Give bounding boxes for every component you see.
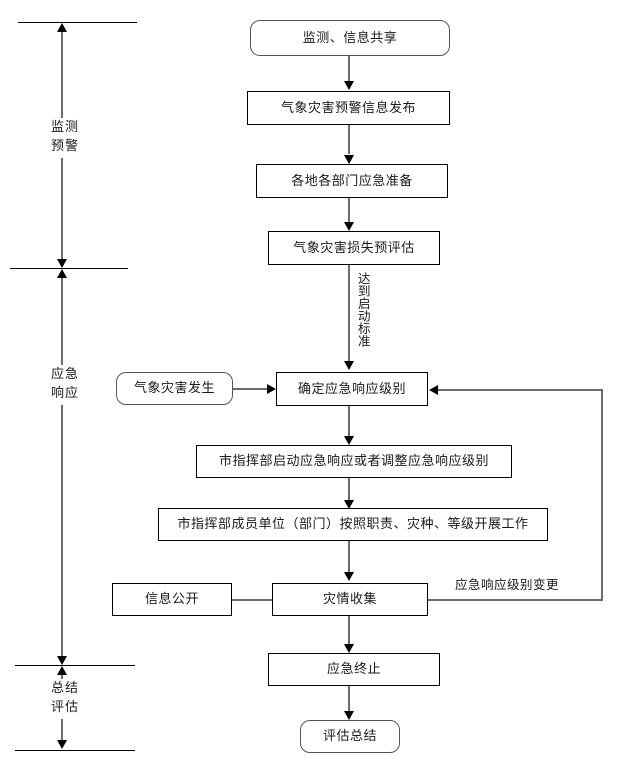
node-monitoring-sharing[interactable]: 监测、信息共享 [250, 20, 450, 56]
arrowhead-preparation-to-assessment [344, 222, 354, 231]
phase-arrow-down-monitoring [57, 259, 67, 268]
phase-label-summary: 总结 评估 [30, 679, 100, 719]
phase-arrow-down-response [57, 656, 67, 665]
phase-label-response-line1: 应急 响应 [50, 367, 79, 401]
feedback-segment-right [428, 599, 603, 601]
arrowhead-warning-to-preparation [344, 155, 354, 164]
connector-monitoring-to-warning [348, 55, 350, 83]
arrowhead-feedback-to-determine [429, 385, 438, 395]
feedback-segment-left [437, 389, 602, 391]
node-monitoring-sharing-label: 监测、信息共享 [302, 30, 398, 46]
node-disaster-occurs-label: 气象灾害发生 [133, 381, 215, 396]
phase-arrow-up-summary [57, 666, 67, 675]
node-disaster-collection-label: 灾情收集 [322, 592, 377, 607]
phase-line-monitoring-upper [61, 30, 63, 122]
node-member-units-work[interactable]: 市指挥部成员单位（部门）按照职责、灾种、等级开展工作 [158, 508, 548, 541]
arrowhead-termination-to-summary [344, 711, 354, 720]
phase-line-response-upper [61, 276, 63, 369]
connector-disclosure-to-collection [232, 599, 273, 601]
connector-occurs-to-determine [233, 388, 270, 390]
phase-arrow-up-response [57, 269, 67, 278]
node-dept-preparation[interactable]: 各地各部门应急准备 [256, 164, 448, 198]
connector-termination-to-summary [348, 686, 350, 713]
node-city-hq-activate[interactable]: 市指挥部启动应急响应或者调整应急响应级别 [196, 445, 512, 478]
phase-line-monitoring-lower [61, 158, 63, 261]
node-info-disclosure-label: 信息公开 [144, 592, 199, 607]
phase-tick-middle [10, 268, 128, 269]
node-member-units-work-label: 市指挥部成员单位（部门）按照职责、灾种、等级开展工作 [177, 517, 529, 532]
node-determine-level-label: 确定应急响应级别 [297, 381, 406, 397]
arrowhead-occurs-to-determine [267, 384, 276, 394]
phase-tick-top [18, 22, 137, 23]
feedback-segment-up [601, 389, 603, 600]
node-dept-preparation-label: 各地各部门应急准备 [291, 173, 413, 189]
arrowhead-members-to-collection [344, 572, 354, 581]
phase-label-response: 应急 响应 [30, 365, 100, 405]
phase-label-monitoring-line1: 监测 预警 [50, 120, 79, 154]
node-determine-level[interactable]: 确定应急响应级别 [276, 372, 428, 406]
phase-line-summary-lower [61, 719, 63, 742]
phase-label-monitoring: 监测 预警 [30, 118, 100, 158]
phase-tick-lower [15, 665, 135, 666]
node-assessment-summary[interactable]: 评估总结 [300, 720, 400, 753]
phase-arrow-down-summary [57, 740, 67, 749]
connector-assessment-to-determine [348, 265, 350, 363]
connector-warning-to-preparation [348, 124, 350, 154]
node-info-disclosure[interactable]: 信息公开 [112, 583, 232, 616]
phase-label-summary-line1: 总结 评估 [50, 681, 79, 715]
arrowhead-cityhq-to-members [344, 500, 354, 509]
node-disaster-occurs[interactable]: 气象灾害发生 [116, 372, 233, 405]
node-city-hq-activate-label: 市指挥部启动应急响应或者调整应急响应级别 [218, 454, 489, 469]
node-disaster-collection[interactable]: 灾情收集 [272, 583, 428, 616]
connector-determine-to-cityhq [348, 406, 350, 436]
node-loss-preassessment[interactable]: 气象灾害损失预评估 [268, 231, 440, 265]
node-emergency-termination[interactable]: 应急终止 [268, 653, 440, 686]
arrowhead-collection-to-termination [344, 644, 354, 653]
phase-tick-bottom [15, 750, 135, 751]
phase-arrow-up-monitoring [57, 23, 67, 32]
node-warning-release-label: 气象灾害预警信息发布 [280, 100, 416, 116]
arrowhead-determine-to-cityhq [344, 436, 354, 445]
edge-label-activation-standard: 达到启动标准 [355, 272, 371, 347]
edge-label-level-change: 应急响应级别变更 [455, 577, 560, 592]
phase-line-summary-upper [61, 673, 63, 683]
connector-cityhq-to-members [348, 478, 350, 506]
connector-members-to-collection [348, 541, 350, 577]
node-emergency-termination-label: 应急终止 [326, 662, 381, 677]
phase-line-response-lower [61, 405, 63, 658]
arrowhead-assessment-to-determine [344, 361, 354, 370]
arrowhead-monitoring-to-warning [344, 81, 354, 90]
node-loss-preassessment-label: 气象灾害损失预评估 [293, 240, 415, 256]
node-warning-release[interactable]: 气象灾害预警信息发布 [247, 91, 450, 125]
connector-preparation-to-assessment [348, 198, 350, 224]
connector-collection-to-termination [348, 616, 350, 648]
node-assessment-summary-label: 评估总结 [322, 729, 377, 744]
